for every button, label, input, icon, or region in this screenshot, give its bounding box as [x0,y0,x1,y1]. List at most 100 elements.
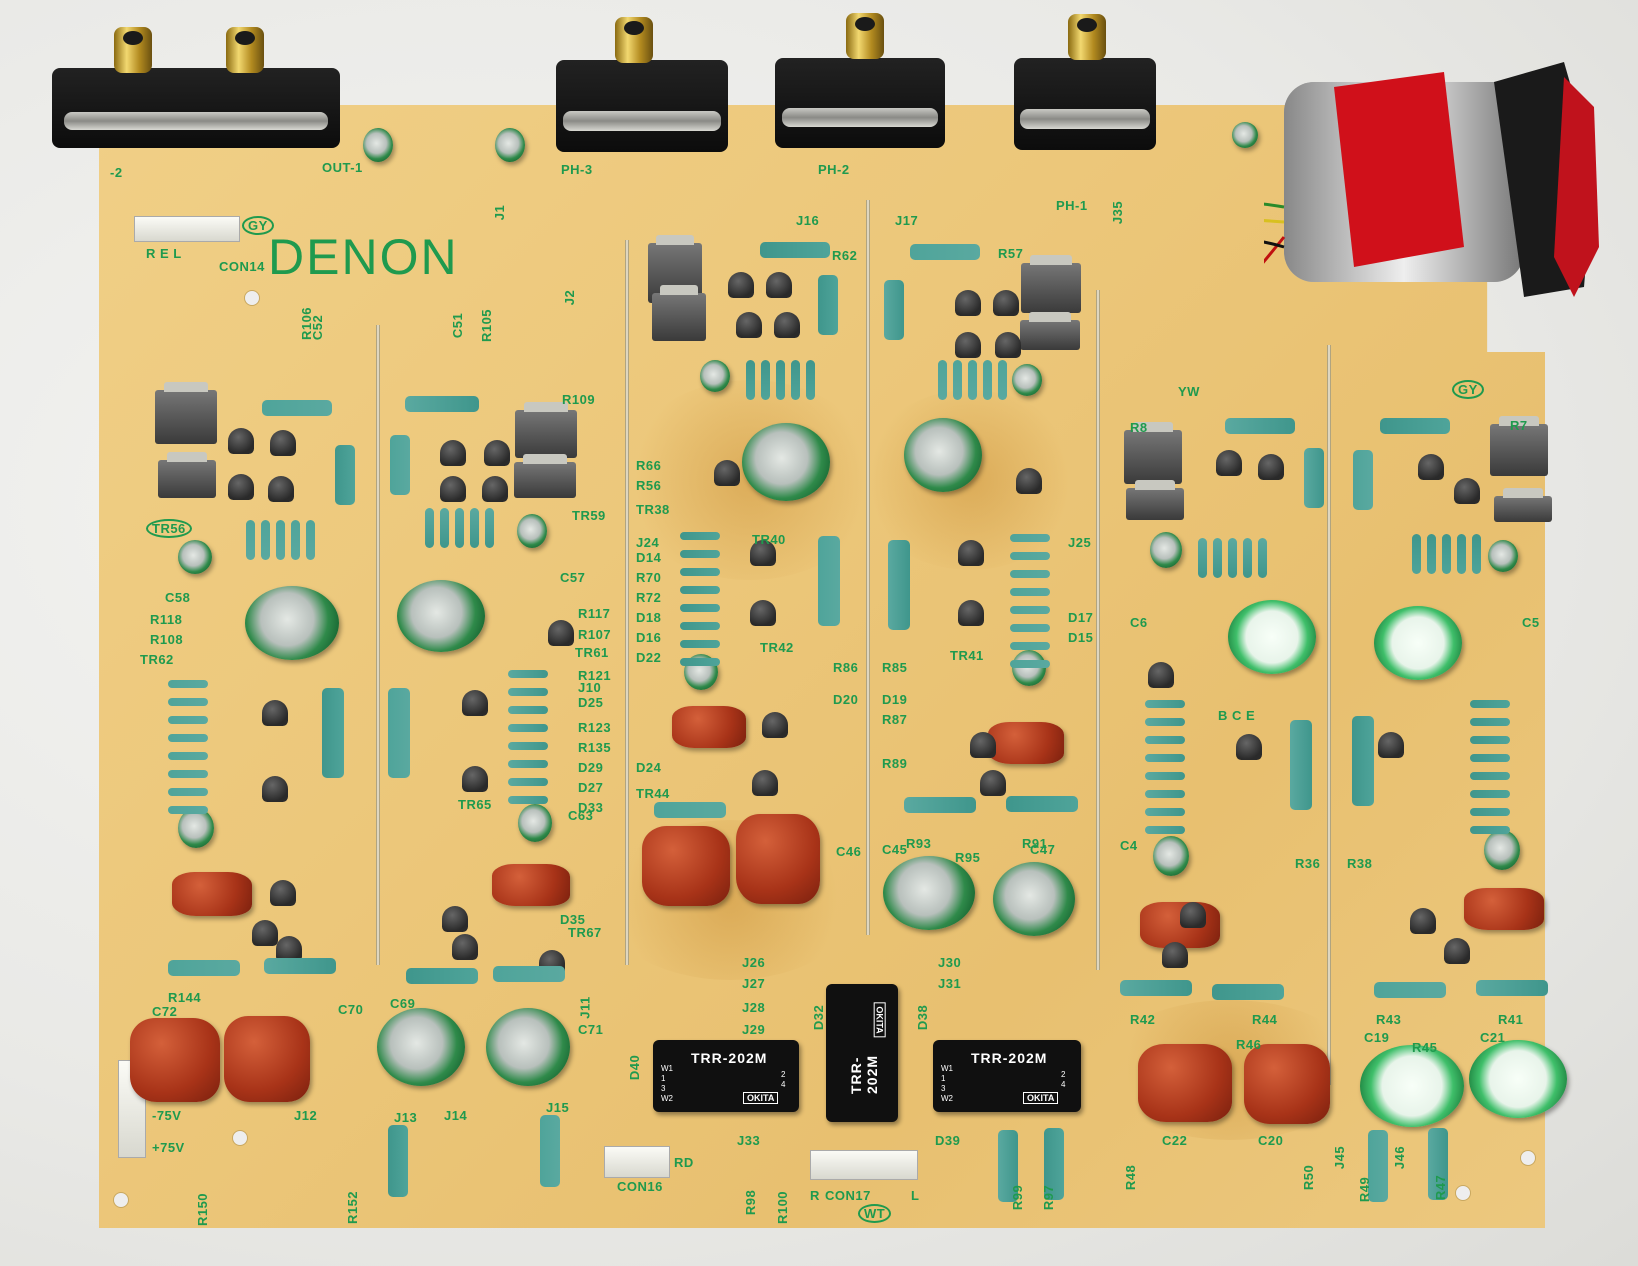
silkscreen-label-r107: R107 [578,627,612,642]
silkscreen-label-ph3: PH-3 [561,162,593,177]
resistor [508,760,548,768]
resistor [806,360,815,400]
rca-jack[interactable] [846,13,884,59]
silkscreen-label-r48: R48 [1123,1164,1139,1191]
resistor [168,806,208,814]
silkscreen-label-tr44: TR44 [636,786,670,801]
silkscreen-label-tr62: TR62 [140,652,174,667]
rca-jack-block-ph1[interactable] [1014,58,1156,150]
small-transistor [958,600,984,626]
small-transistor [955,332,981,358]
small-transistor [452,934,478,960]
resistor [1044,1128,1064,1200]
small-transistor [955,290,981,316]
silkscreen-label-con17-r: R [810,1188,820,1203]
resistor [168,788,208,796]
resistor [306,520,315,560]
rca-jack[interactable] [114,27,152,73]
electrolytic-capacitor [1469,1040,1567,1118]
step-up-transformer [1264,62,1599,297]
resistor [540,1115,560,1187]
silkscreen-label-j33: J33 [737,1133,761,1148]
resistor [390,435,410,495]
electrolytic-capacitor [1150,532,1182,568]
silkscreen-label-d22: D22 [636,650,662,665]
connector-con16[interactable] [604,1146,670,1178]
resistor [276,520,285,560]
silkscreen-label-j2: J2 [562,289,578,306]
silkscreen-label-c19: C19 [1364,1030,1390,1045]
rca-jack[interactable] [1068,14,1106,60]
silkscreen-label-r72: R72 [636,590,662,605]
resistor [1145,808,1185,816]
resistor [1352,716,1374,806]
film-capacitor [736,814,820,904]
resistor [455,508,464,548]
power-transistor [155,382,217,444]
silkscreen-label-ph1: PH-1 [1056,198,1088,213]
rca-jack-block-ph2[interactable] [775,58,945,148]
small-transistor [995,332,1021,358]
resistor [1428,1128,1448,1200]
relay-model: TRR-202M [971,1050,1048,1066]
connector-con17[interactable] [810,1150,918,1180]
film-capacitor [172,872,252,916]
rca-jack[interactable] [226,27,264,73]
silkscreen-label-r121: R121 [578,668,612,683]
electrolytic-capacitor [1232,122,1258,148]
resistor [508,778,548,786]
silkscreen-label-r108: R108 [150,632,184,647]
electrolytic-capacitor [1228,600,1316,674]
resistor [680,568,720,576]
electrolytic-capacitor [1484,830,1520,870]
silkscreen-label-tr56: TR56 [146,519,192,538]
small-transistor [1216,450,1242,476]
silkscreen-label-c58: C58 [165,590,191,605]
silkscreen-label-r135: R135 [578,740,612,755]
film-capacitor [988,722,1064,764]
silkscreen-label-r41: R41 [1498,1012,1524,1027]
mounting-hole [1520,1150,1536,1166]
small-transistor [1454,478,1480,504]
mounting-hole [232,1130,248,1146]
silkscreen-label-d35: D35 [560,912,586,927]
electrolytic-capacitor [178,808,214,848]
resistor [953,360,962,400]
silkscreen-label-c21: C21 [1480,1030,1506,1045]
electrolytic-capacitor [1012,650,1046,686]
resistor [910,244,980,260]
silkscreen-label-c45: C45 [882,842,908,857]
silkscreen-label-con17-color: WT [858,1204,892,1223]
resistor [1145,718,1185,726]
small-transistor [762,712,788,738]
resistor [168,698,208,706]
small-transistor [484,440,510,466]
small-transistor [228,428,254,454]
resistor [291,520,300,560]
film-capacitor [1138,1044,1232,1122]
silkscreen-label-con14: CON14 [219,259,265,274]
resistor [680,586,720,594]
mounting-hole [113,1192,129,1208]
rca-jack-block-ph3[interactable] [556,60,728,152]
small-transistor [1162,942,1188,968]
rca-jack-block-output[interactable] [52,68,340,148]
silkscreen-label-j35: J35 [1110,200,1126,225]
shield-divider [625,240,629,965]
power-transistor [515,402,577,458]
silkscreen-label-r8: R8 [1130,420,1148,435]
silkscreen-label-j17: J17 [895,213,919,228]
resistor [1470,808,1510,816]
small-transistor [1418,454,1444,480]
silkscreen-label-r36: R36 [1295,856,1321,871]
silkscreen-label-r99: R99 [1010,1184,1026,1211]
resistor [1228,538,1237,578]
resistor [1470,790,1510,798]
silkscreen-label-r87: R87 [882,712,908,727]
electrolytic-capacitor [245,586,339,660]
silkscreen-label-r7: R7 [1510,418,1528,433]
rca-jack[interactable] [615,17,653,63]
silkscreen-label-c47: C47 [1030,842,1056,857]
small-transistor [766,272,792,298]
connector-con14[interactable] [134,216,240,242]
